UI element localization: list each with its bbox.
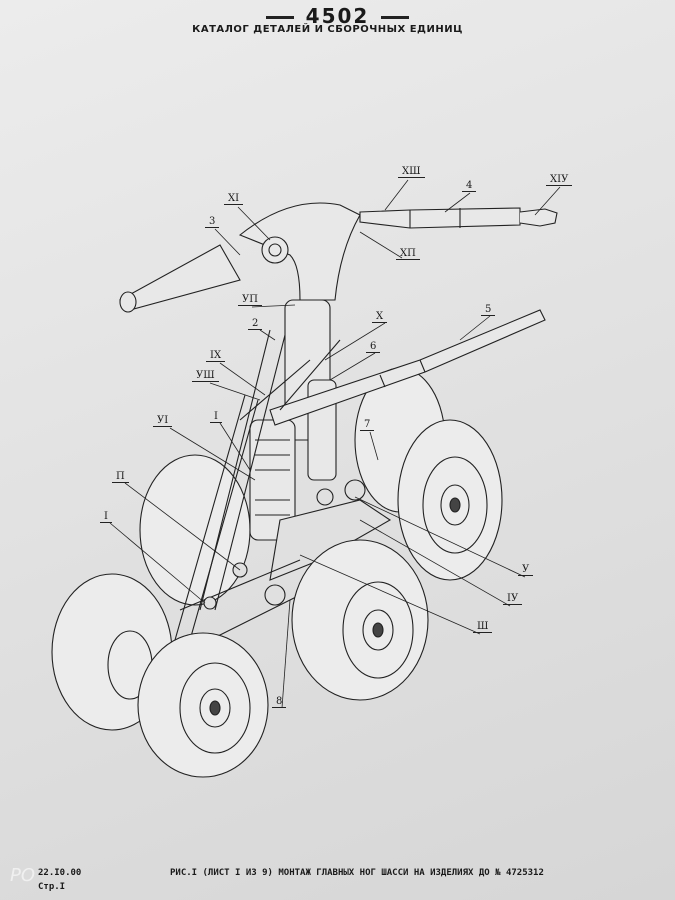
callout-1-upper: I: [210, 411, 222, 423]
callout-12: ХП: [396, 248, 420, 260]
link-5: [269, 309, 546, 426]
callout-4: 4: [462, 180, 477, 192]
footer-date: 22.I0.00: [38, 868, 82, 878]
leader-lines: [109, 179, 561, 709]
wheel-rear-right-2: [397, 419, 503, 581]
callout-14: ХIУ: [546, 174, 573, 186]
callout-8-arabic: 8: [272, 696, 287, 708]
callout-7-arabic: 7: [360, 419, 375, 431]
catalog-title: КАТАЛОГ ДЕТАЛЕЙ И СБОРОЧНЫХ ЕДИНИЦ: [192, 24, 463, 35]
callout-3-roman: Ш: [473, 621, 493, 633]
callout-7: УП: [238, 294, 262, 306]
wheel-front-left-2: [137, 632, 269, 778]
callout-2: 2: [248, 318, 263, 330]
callout-10: Х: [372, 311, 388, 323]
catalog-number: 4502: [0, 4, 675, 28]
callout-5-roman: У: [518, 564, 534, 576]
callout-13: ХШ: [398, 166, 425, 178]
callout-11: ХI: [224, 193, 244, 205]
callout-6-roman: УI: [153, 415, 173, 427]
callout-9: IХ: [206, 350, 226, 362]
actuator-4: [359, 207, 558, 229]
callout-8: УШ: [192, 370, 219, 382]
callout-4-roman: IУ: [503, 593, 523, 605]
callout-6: 6: [366, 341, 381, 353]
footer-page: Стр.I: [38, 882, 66, 892]
wheel-front-right: [291, 539, 429, 701]
callout-2-roman: П: [112, 471, 129, 483]
watermark: РО: [10, 865, 36, 886]
figure-caption: РИС.I (ЛИСТ I ИЗ 9) МОНТАЖ ГЛАВНЫХ НОГ Ш…: [170, 868, 544, 878]
callout-5: 5: [481, 304, 496, 316]
callout-1-lower: I: [100, 511, 112, 523]
callout-3: 3: [205, 216, 220, 228]
